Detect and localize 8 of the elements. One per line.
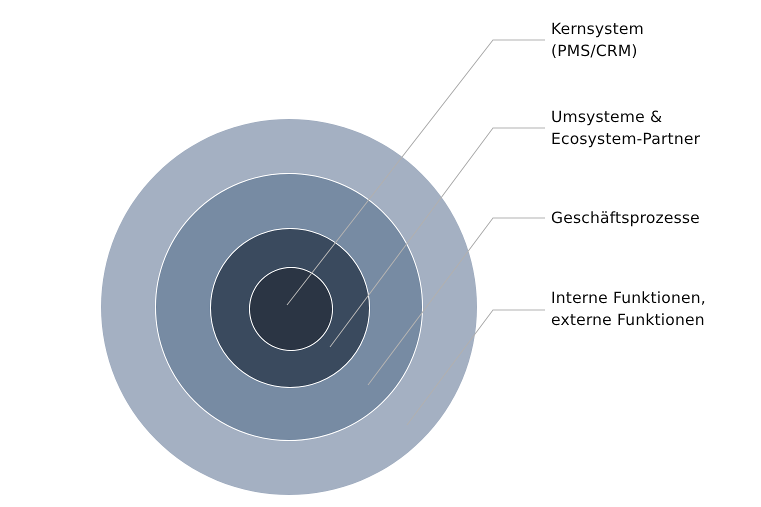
layer-label: Kernsystem (PMS/CRM) — [551, 18, 731, 62]
leader-line — [286, 40, 546, 306]
leader-line — [406, 310, 546, 426]
layer-label: Umsysteme & Ecosystem-Partner — [551, 106, 731, 150]
layer-label: Geschäftsprozesse — [551, 207, 731, 229]
leader-line — [368, 218, 546, 386]
layer-label: Interne Funktionen, externe Funktionen — [551, 287, 731, 331]
leader-line — [330, 128, 546, 348]
